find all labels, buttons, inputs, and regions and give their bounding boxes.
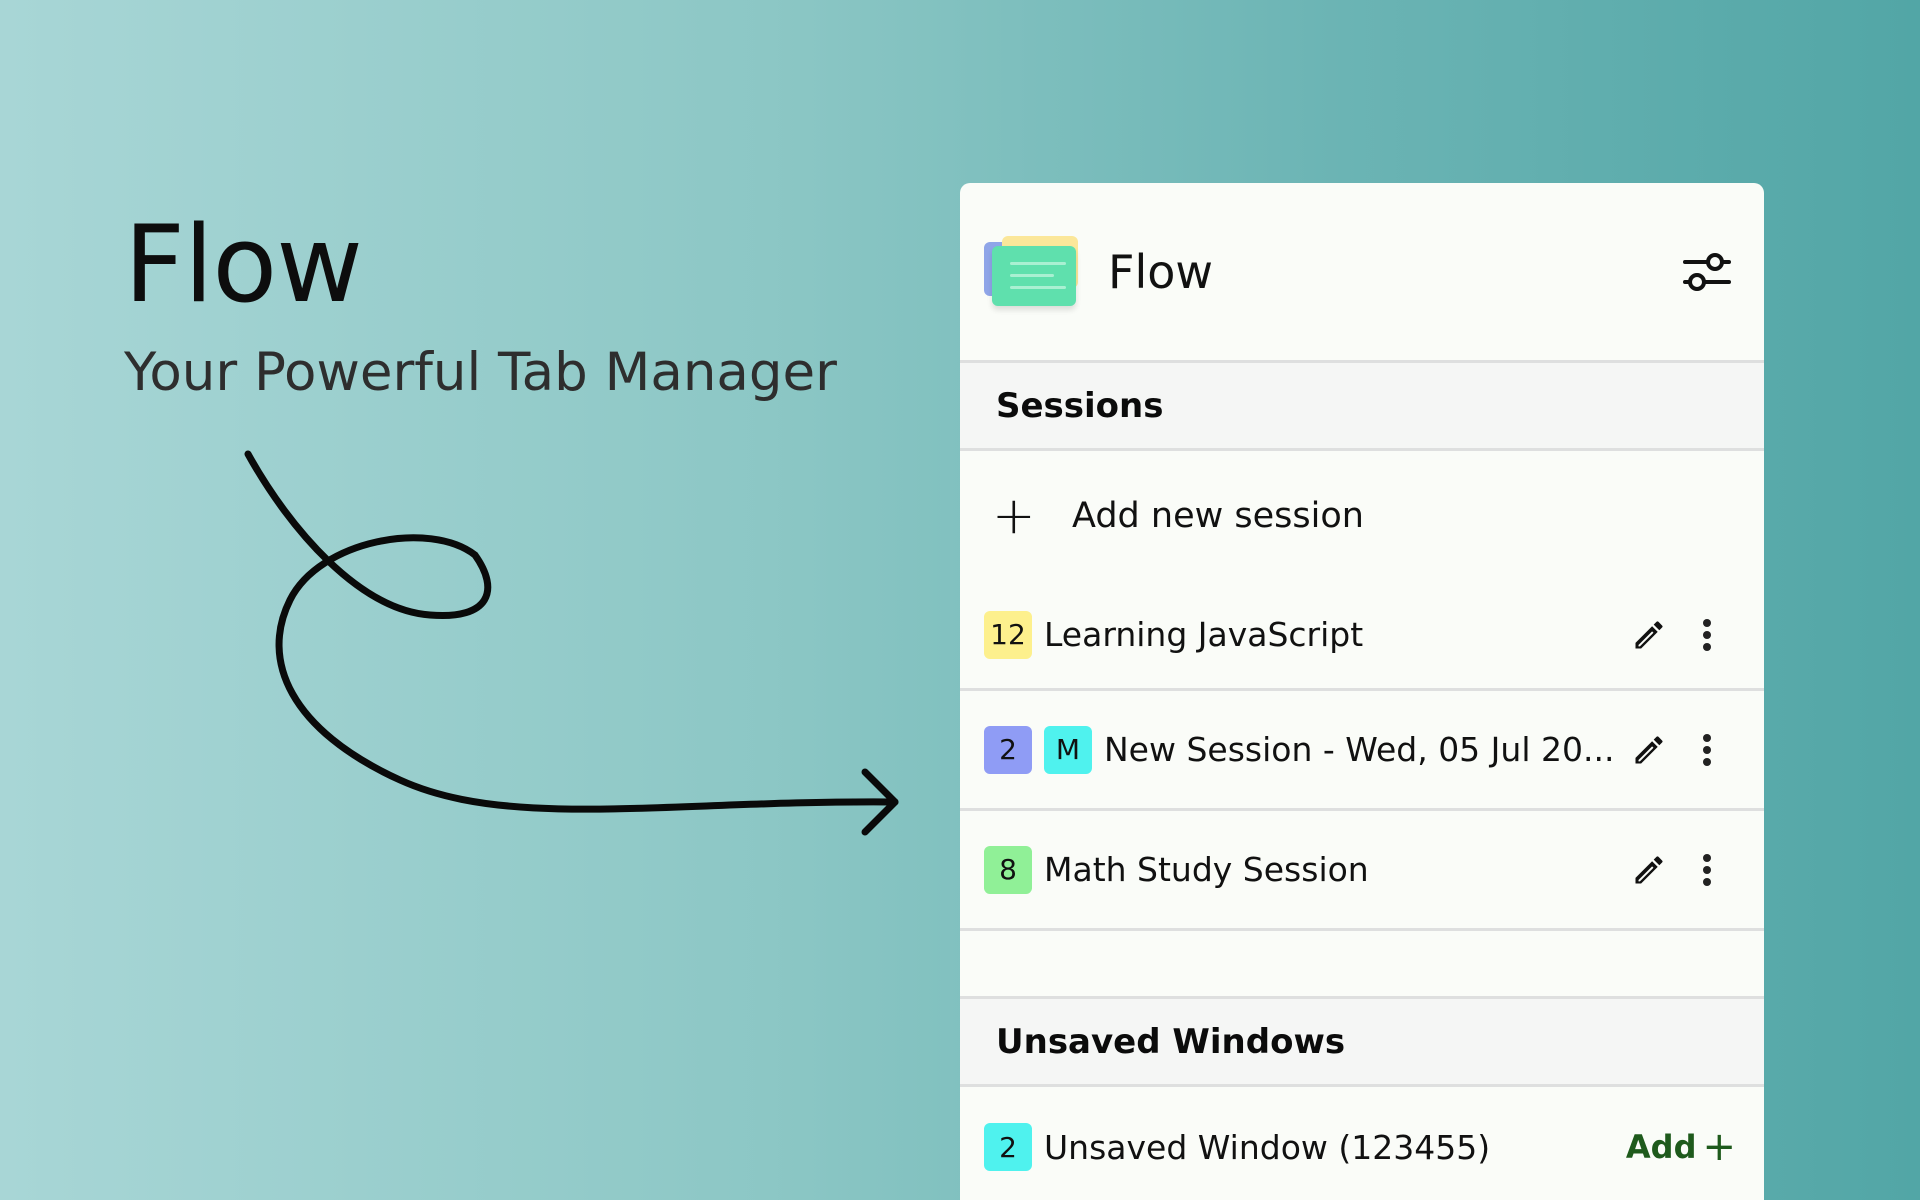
panel-header: Flow xyxy=(960,183,1764,363)
sliders-icon xyxy=(1683,252,1731,291)
session-row[interactable]: 2 M New Session - Wed, 05 Jul 20... xyxy=(960,691,1764,811)
session-menu-button[interactable] xyxy=(1678,721,1736,779)
edit-session-button[interactable] xyxy=(1620,841,1678,899)
pencil-icon xyxy=(1635,620,1663,648)
plus-icon: + xyxy=(992,486,1036,546)
session-menu-button[interactable] xyxy=(1678,841,1736,899)
hero-title: Flow xyxy=(124,203,363,326)
tab-count-badge: 2 xyxy=(984,725,1032,774)
more-vert-icon xyxy=(1703,618,1711,651)
sessions-header: Sessions xyxy=(960,363,1764,451)
edit-session-button[interactable] xyxy=(1620,721,1678,779)
pencil-icon xyxy=(1635,855,1663,883)
session-row[interactable]: 8 Math Study Session xyxy=(960,811,1764,931)
more-vert-icon xyxy=(1703,853,1711,886)
window-initial-badge: M xyxy=(1044,725,1092,774)
list-spacer xyxy=(960,931,1764,999)
session-title: Math Study Session xyxy=(1044,850,1369,889)
flow-logo-icon xyxy=(984,235,1080,308)
more-vert-icon xyxy=(1703,733,1711,766)
add-session-label: Add new session xyxy=(1072,496,1364,536)
pencil-icon xyxy=(1635,735,1663,763)
flow-panel: Flow Sessions + Add new session 12 Learn… xyxy=(960,183,1764,1200)
curly-arrow-icon xyxy=(244,450,899,836)
add-window-label: Add xyxy=(1625,1128,1697,1166)
add-session-button[interactable]: + Add new session xyxy=(960,451,1764,581)
settings-button[interactable] xyxy=(1680,245,1734,299)
hero-subtitle: Your Powerful Tab Manager xyxy=(124,342,837,403)
tab-count-badge: 12 xyxy=(984,610,1032,659)
edit-session-button[interactable] xyxy=(1620,606,1678,664)
session-row[interactable]: 12 Learning JavaScript xyxy=(960,581,1764,691)
add-window-button[interactable]: Add + xyxy=(1626,1127,1736,1167)
session-menu-button[interactable] xyxy=(1678,606,1736,664)
plus-icon: + xyxy=(1702,1124,1736,1170)
tab-count-badge: 2 xyxy=(984,1123,1032,1171)
tab-count-badge: 8 xyxy=(984,845,1032,894)
unsaved-windows-header: Unsaved Windows xyxy=(960,999,1764,1087)
session-title: Learning JavaScript xyxy=(1044,615,1364,654)
app-name: Flow xyxy=(1108,244,1214,299)
session-title: New Session - Wed, 05 Jul 20... xyxy=(1104,730,1615,769)
unsaved-window-row[interactable]: 2 Unsaved Window (123455) Add + xyxy=(960,1087,1764,1200)
unsaved-window-title: Unsaved Window (123455) xyxy=(1044,1127,1491,1167)
